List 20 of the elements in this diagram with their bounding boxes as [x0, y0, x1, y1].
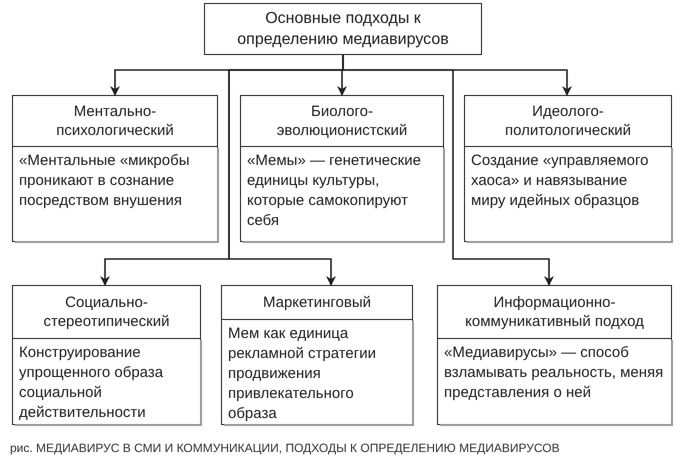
description-panel: «Ментальные «микробы проникают в сознание посредством внушения — [13, 146, 217, 241]
approach-box — [437, 285, 672, 425]
description-panel: Мем как единица рекламной стратегии продвижения привлекательного образа — [222, 319, 412, 424]
description-panel: Создание «управляемого хаоса» и навязывание миру идейных образцов — [465, 146, 671, 241]
approach-heading: Информационно-коммуникативный подход — [464, 293, 645, 331]
approach-box — [464, 95, 672, 242]
approach-heading: Биолого-эволюционистский — [276, 102, 408, 140]
approach-heading: Ментально-психологический — [55, 102, 175, 140]
description-panel: «Мемы» — генетические единицы культуры, которые самокопируют себя — [241, 146, 443, 241]
description-panel: Конструирование упрощенного образа социальной действительности — [13, 338, 200, 424]
description-panel: «Медиавирусы» — способ взламывать реальность, меняя представления о ней — [438, 338, 671, 424]
approach-box — [12, 95, 218, 242]
approach-box — [240, 95, 444, 242]
approach-box — [12, 285, 201, 425]
approach-heading: Идеолого-политологический — [504, 102, 632, 140]
approach-heading: Маркетинговый — [262, 293, 372, 312]
approach-box — [221, 285, 413, 425]
caption: рис. МЕДИАВИРУС В СМИ И КОММУНИКАЦИИ, ПОДХОДЫ К ОПРЕДЕЛЕНИЮ МЕДИАВИРУСОВ — [10, 440, 560, 457]
title-box: Основные подходы к определению медиавирусов — [204, 3, 482, 55]
approach-heading: Социально-стереотипический — [42, 293, 170, 331]
